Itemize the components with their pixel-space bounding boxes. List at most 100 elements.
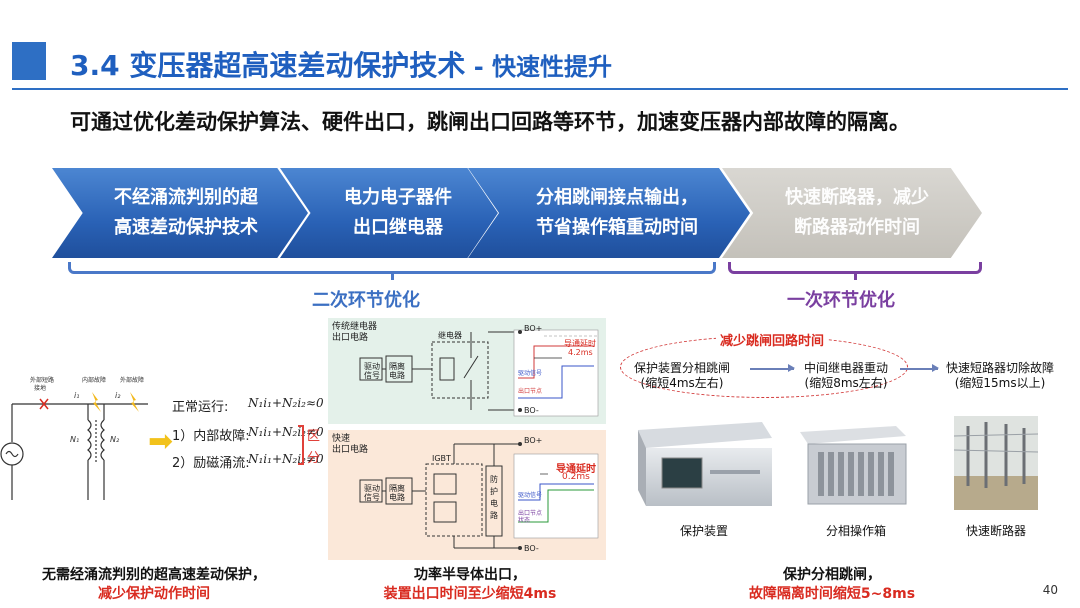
fast-drive-sig: 驱动信号 — [518, 492, 543, 499]
step-3-chevron: 分相跳闸接点输出， 节省操作箱重动时间 — [468, 168, 750, 258]
svg-text:i₁: i₁ — [74, 391, 79, 400]
traditional-bo-minus: BO- — [524, 406, 539, 415]
svg-text:i₂: i₂ — [115, 391, 121, 400]
distinguish-bottom: 分 — [307, 451, 321, 466]
eq-inrush-label: 2）励磁涌流: — [172, 456, 250, 471]
step-4-chevron: 快速断路器，减少断路器动作时间 — [722, 168, 982, 258]
traditional-drive-label: 驱动 信号 — [364, 362, 380, 380]
right-caption: 保护分相跳闸， 故障隔离时间缩短5~8ms — [704, 566, 960, 604]
step-3-line2: 节省操作箱重动时间 — [536, 217, 698, 238]
fast-title-line2: 出口电路 — [332, 445, 369, 455]
distinguish-top: 区 — [307, 429, 321, 444]
traditional-title: 传统继电器出口电路 — [332, 322, 377, 344]
flow-step-3-line1: 快速短路器切除故障 — [946, 361, 1055, 375]
traditional-relay-diagram: 传统继电器出口电路 驱动 信号 隔离 电路 继电器 BO+ BO- 导通延时 4… — [328, 318, 606, 424]
step-4-line1: 快速断路器，减少 — [785, 187, 929, 208]
fast-isolate-label: 隔离 电路 — [389, 484, 405, 502]
traditional-schematic — [359, 329, 599, 417]
middle-caption-line2: 装置出口时间至少缩短4ms — [383, 586, 557, 602]
svg-text:外部故障: 外部故障 — [120, 376, 144, 384]
traditional-title-line2: 出口电路 — [332, 333, 369, 343]
step-2-line1: 电力电子器件 — [344, 187, 452, 208]
title-marker — [12, 42, 46, 80]
flow-step-3: 快速短路器切除故障(缩短15ms以上) — [946, 361, 1054, 391]
fast-out-sig: 出口节点 状态 — [518, 510, 543, 524]
eq-internal-label: 1）内部故障: — [172, 429, 250, 444]
protection-device-photo — [638, 422, 772, 506]
flow-step-1: 保护装置分相跳闸(缩短4ms左右) — [634, 361, 730, 391]
title-separator: - — [465, 53, 493, 81]
right-caption-line2: 故障隔离时间缩短5~8ms — [748, 586, 916, 602]
eq-inrush-formula: N₁i₁+N₂i₂≠0 — [248, 452, 324, 466]
lead-text: 可通过优化差动保护算法、硬件出口，跳闸出口回路等环节，加速变压器内部故障的隔离。 — [70, 110, 910, 134]
fast-breaker-photo — [954, 416, 1038, 510]
eq-internal-fault: 1）内部故障:N₁i₁+N₂i₂≠0 — [172, 425, 324, 444]
left-caption-line1: 无需经涌流判别的超高速差动保护， — [42, 567, 266, 583]
primary-brace — [728, 262, 982, 280]
fast-schematic — [359, 442, 599, 550]
fast-bo-minus: BO- — [524, 544, 539, 553]
fast-title-line1: 快速 — [332, 434, 351, 444]
step-1-line2: 高速差动保护技术 — [114, 217, 258, 238]
fast-igbt-label: IGBT — [432, 454, 451, 463]
fast-delay-value: 0.2ms — [562, 472, 590, 482]
photo-caption-breaker: 快速断路器 — [966, 524, 1027, 538]
eq-inrush: 2）励磁涌流:N₁i₁+N₂i₂≠0 — [172, 452, 324, 471]
traditional-isolate-label: 隔离 电路 — [389, 362, 405, 380]
flow-step-2-line1: 中间继电器重动 — [804, 361, 889, 375]
traditional-delay-label: 导通延时 — [564, 339, 596, 348]
middle-caption: 功率半导体出口， 装置出口时间至少缩短4ms — [342, 566, 598, 604]
title-divider — [12, 88, 1068, 90]
eq-normal-label: 正常运行: — [172, 400, 229, 415]
step-1-line1: 不经涌流判别的超 — [114, 187, 258, 208]
fast-igbt-diagram: 快速出口电路 驱动 信号 隔离 电路 IGBT 防护电路 BO+ BO- 导通延… — [328, 430, 606, 560]
svg-text:接地: 接地 — [34, 384, 46, 392]
secondary-label: 二次环节优化 — [312, 290, 420, 311]
flow-step-3-line2: (缩短15ms以上) — [954, 376, 1046, 390]
flow-step-2-line2: (缩短8ms左右) — [804, 376, 888, 390]
left-caption: 无需经涌流判别的超高速差动保护， 减少保护动作时间 — [26, 566, 282, 604]
step-4-line2: 断路器动作时间 — [794, 217, 920, 238]
eq-internal-formula: N₁i₁+N₂i₂≠0 — [248, 425, 324, 439]
fast-title: 快速出口电路 — [332, 434, 368, 456]
primary-label: 一次环节优化 — [787, 290, 895, 311]
step-3-line1: 分相跳闸接点输出， — [536, 187, 698, 208]
traditional-bo-plus: BO+ — [524, 324, 543, 333]
page-title: 3.4 变压器超高速差动保护技术 - 快速性提升 — [70, 44, 612, 84]
title-main: 3.4 变压器超高速差动保护技术 — [70, 49, 466, 82]
fast-protect-label: 防护电路 — [490, 475, 498, 520]
traditional-title-line1: 传统继电器 — [332, 322, 378, 332]
flow-step-1-line2: (缩短4ms左右) — [640, 376, 724, 390]
eq-normal: 正常运行: N₁i₁+N₂i₂≈0 — [172, 396, 324, 415]
ellipse-title: 减少跳闸回路时间 — [716, 330, 829, 349]
distinguish-bracket — [298, 425, 304, 465]
fast-bo-plus: BO+ — [524, 436, 543, 445]
page-number: 40 — [1042, 583, 1058, 597]
flow-arrow-1 — [750, 365, 795, 371]
yellow-arrow-icon: ➡ — [148, 424, 174, 459]
traditional-relay-label: 继电器 — [438, 331, 462, 340]
traditional-drive-sig: 驱动信号 — [518, 370, 543, 377]
right-caption-line1: 保护分相跳闸， — [783, 567, 881, 583]
secondary-brace — [68, 262, 716, 280]
phase-operation-box-photo — [800, 426, 907, 505]
left-caption-line2: 减少保护动作时间 — [98, 586, 210, 602]
flow-step-2: 中间继电器重动(缩短8ms左右) — [804, 361, 888, 391]
flow-step-1-line1: 保护装置分相跳闸 — [634, 361, 731, 375]
flow-arrow-2 — [900, 365, 939, 371]
step-2-chevron: 电力电子器件出口继电器 — [280, 168, 498, 258]
fast-drive-label: 驱动 信号 — [364, 484, 380, 502]
title-sub: 快速性提升 — [492, 53, 613, 81]
photo-caption-protection: 保护装置 — [680, 524, 729, 538]
photo-caption-operation-box: 分相操作箱 — [826, 524, 887, 538]
middle-caption-line1: 功率半导体出口， — [414, 567, 526, 583]
eq-normal-formula: N₁i₁+N₂i₂≈0 — [248, 396, 324, 410]
svg-text:内部故障: 内部故障 — [82, 376, 106, 384]
svg-text:N₂: N₂ — [110, 435, 120, 444]
svg-text:N₁: N₁ — [70, 435, 79, 444]
step-2-line2: 出口继电器 — [353, 217, 443, 238]
svg-text:外部短路: 外部短路 — [30, 376, 54, 384]
traditional-out-sig: 出口节点 — [518, 388, 543, 395]
fast-delay-label: 导通延时 — [556, 464, 596, 475]
step-1-chevron: 不经涌流判别的超高速差动保护技术 — [52, 168, 308, 258]
